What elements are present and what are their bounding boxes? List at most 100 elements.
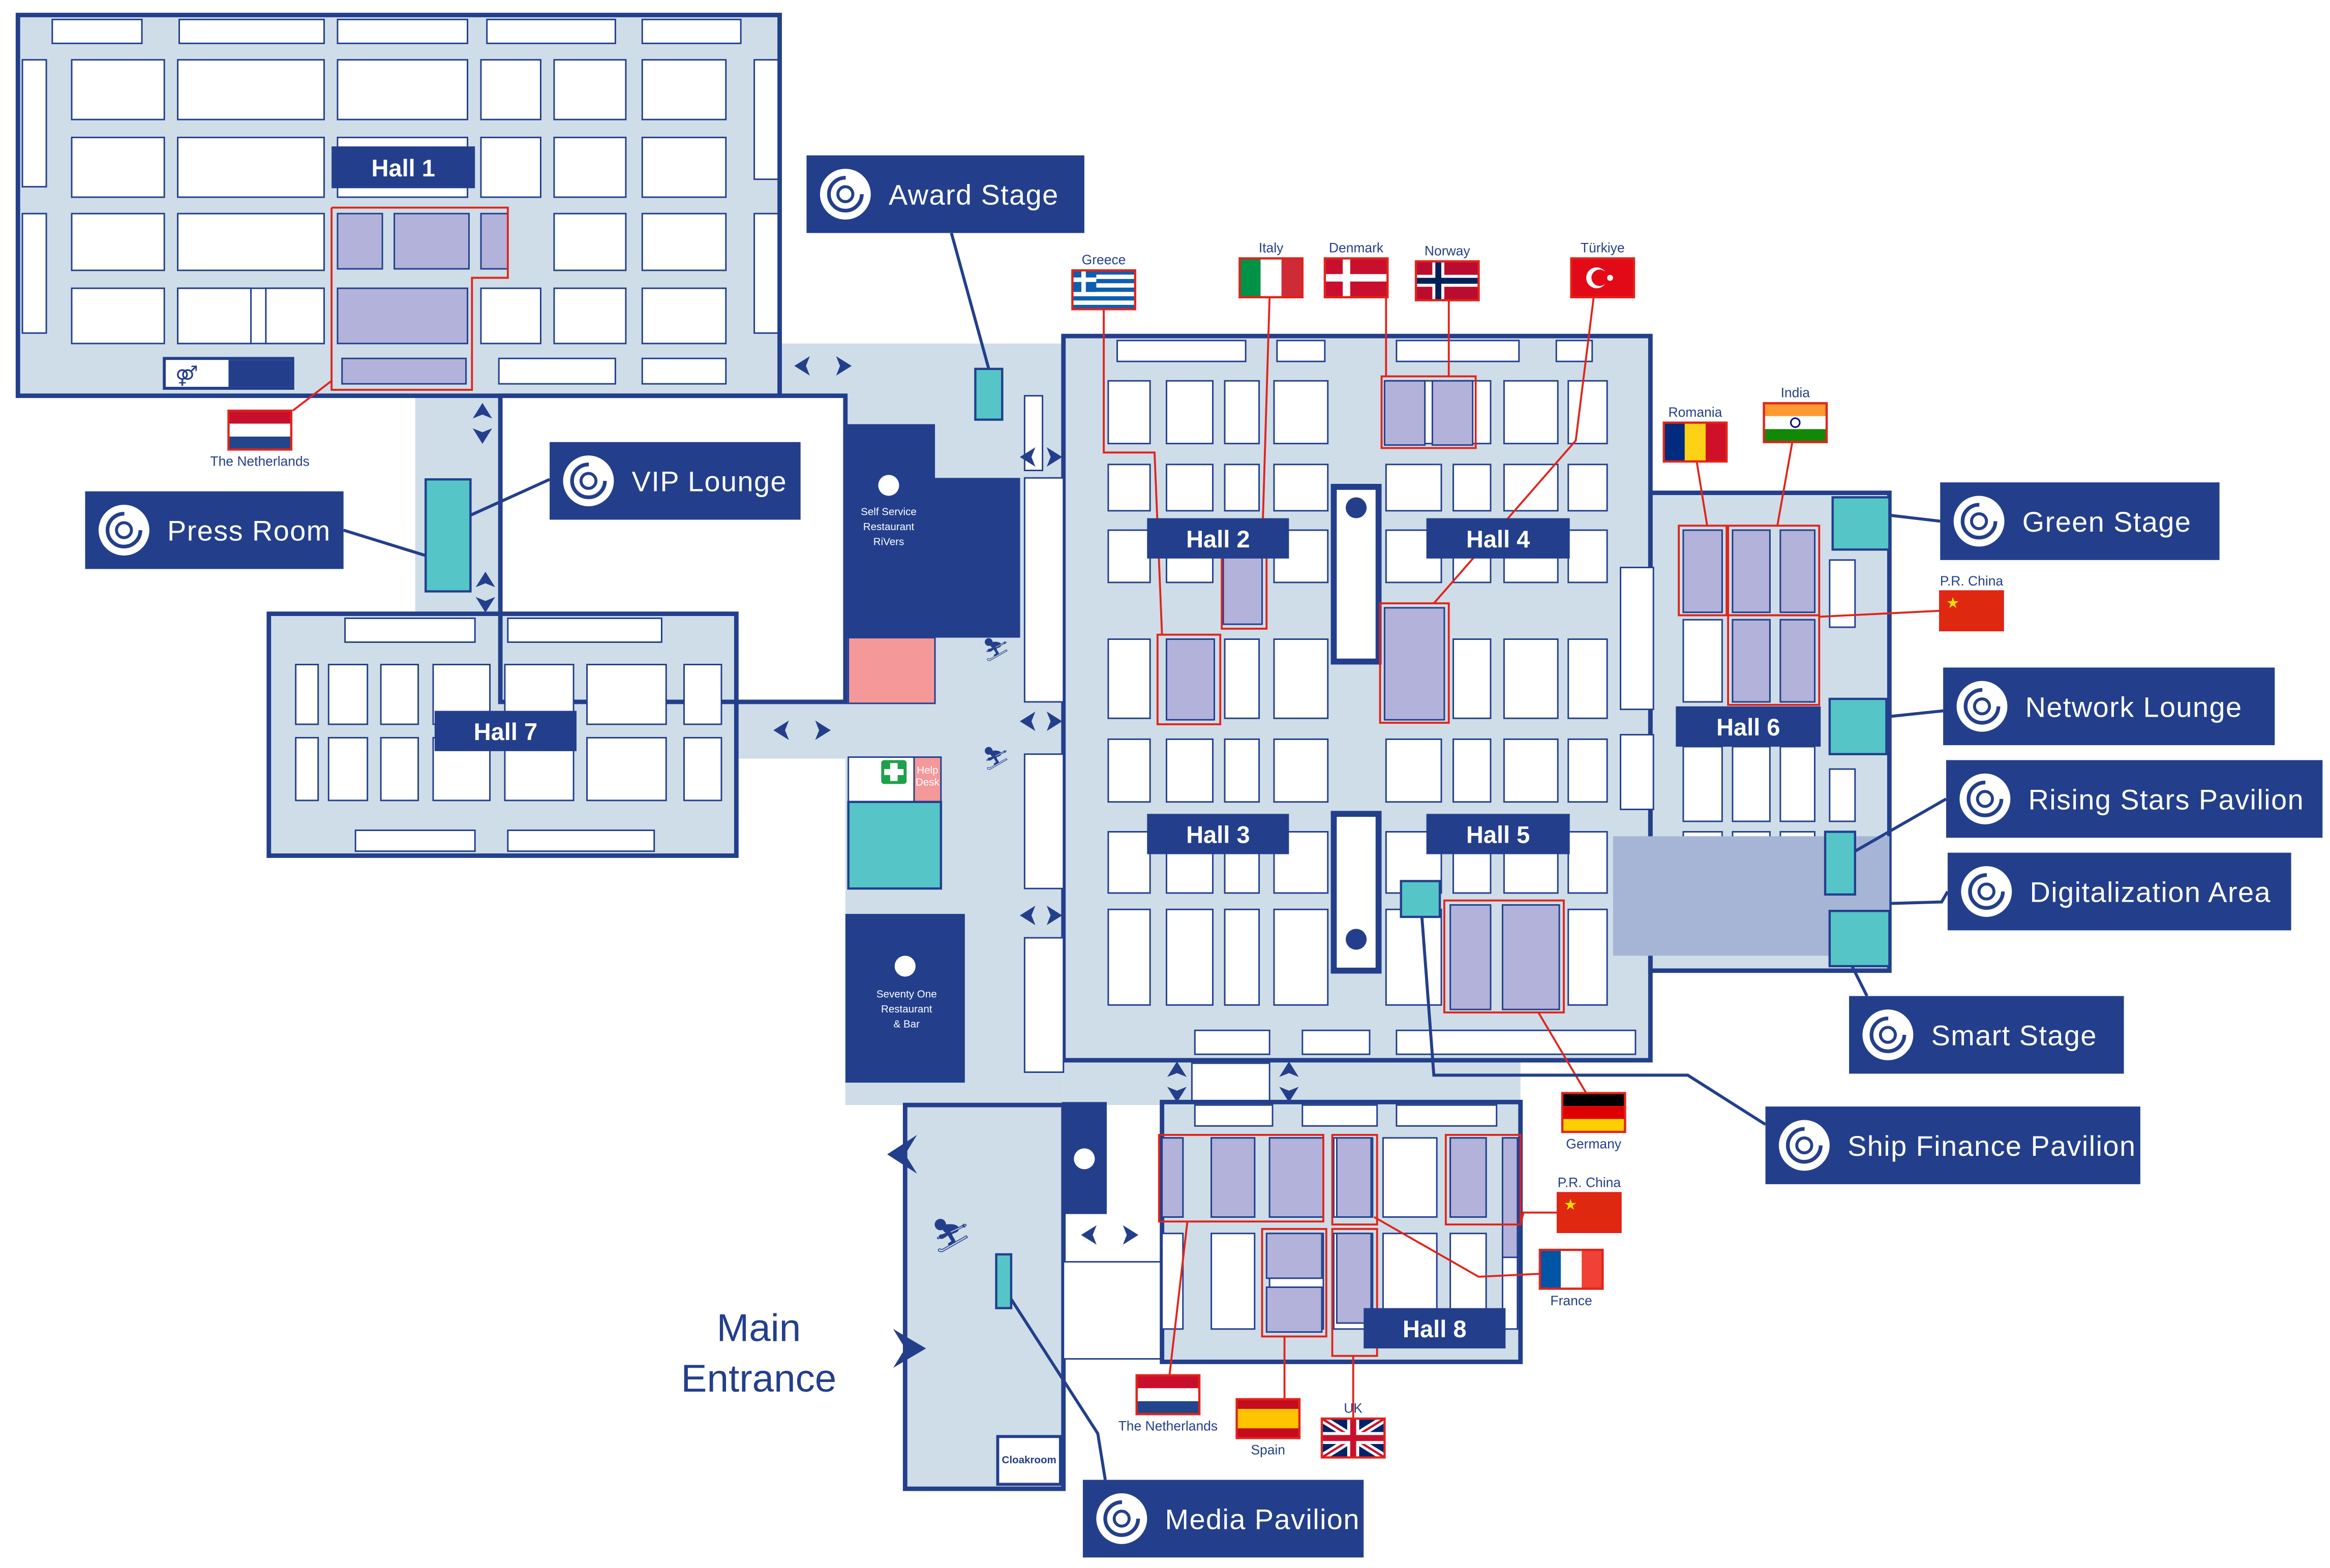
stage-area[interactable] <box>1400 880 1441 918</box>
country-pavilion-booth[interactable] <box>1161 1137 1184 1218</box>
booth[interactable] <box>380 736 419 802</box>
stage-area[interactable] <box>1831 496 1891 551</box>
country-pavilion-booth[interactable] <box>1779 529 1815 613</box>
booth[interactable] <box>1385 738 1442 803</box>
booth[interactable] <box>641 212 727 271</box>
country-pavilion-booth[interactable] <box>337 212 383 270</box>
booth[interactable] <box>1453 738 1492 803</box>
booth[interactable] <box>641 59 727 120</box>
booth[interactable] <box>641 287 727 345</box>
booth[interactable] <box>265 287 325 345</box>
country-pavilion-booth[interactable] <box>1732 619 1771 703</box>
booth[interactable] <box>1503 638 1559 719</box>
booth[interactable] <box>1567 831 1608 894</box>
callout-press-room[interactable]: Press Room <box>85 491 344 569</box>
booth[interactable] <box>337 18 469 44</box>
booth[interactable] <box>1396 340 1520 362</box>
booth[interactable] <box>1023 937 1065 1073</box>
booth[interactable] <box>1302 1104 1378 1127</box>
country-pavilion-booth[interactable] <box>1222 551 1263 625</box>
country-flag-germany[interactable]: Germany <box>1561 1092 1626 1152</box>
booth[interactable] <box>1503 380 1559 445</box>
booth[interactable] <box>1224 738 1260 803</box>
country-pavilion-booth[interactable] <box>1431 380 1474 446</box>
booth[interactable] <box>1107 464 1151 512</box>
country-pavilion-booth[interactable] <box>394 212 470 270</box>
booth[interactable] <box>1224 380 1260 445</box>
country-pavilion-booth[interactable] <box>1383 607 1445 721</box>
booth[interactable] <box>1567 638 1608 719</box>
booth[interactable] <box>177 59 325 120</box>
booth[interactable] <box>1191 1062 1270 1101</box>
country-flag-france[interactable]: France <box>1538 1248 1604 1308</box>
stage-area[interactable] <box>1828 910 1891 968</box>
booth[interactable] <box>1116 340 1247 362</box>
country-pavilion-booth[interactable] <box>1383 380 1426 446</box>
booth[interactable] <box>1165 464 1214 512</box>
booth[interactable] <box>1063 1261 1162 1360</box>
stage-area[interactable] <box>974 367 1004 421</box>
country-pavilion-booth[interactable] <box>1268 1137 1324 1218</box>
country-pavilion-booth[interactable] <box>1336 1137 1372 1218</box>
booth[interactable] <box>480 59 541 120</box>
cloakroom[interactable] <box>996 1435 1062 1486</box>
booth[interactable] <box>1107 738 1151 803</box>
booth[interactable] <box>1682 619 1723 703</box>
seventy-one-restaurant[interactable] <box>845 914 965 1083</box>
booth[interactable] <box>1567 908 1608 1006</box>
booth[interactable] <box>1567 464 1608 512</box>
booth[interactable] <box>177 136 325 198</box>
booth[interactable] <box>337 59 469 120</box>
booth[interactable] <box>177 287 252 345</box>
country-flag-romania[interactable]: Romania <box>1662 405 1728 463</box>
country-flag-the-netherlands[interactable]: The Netherlands <box>1118 1374 1218 1434</box>
booth[interactable] <box>380 664 419 725</box>
booth[interactable] <box>553 136 627 198</box>
booth[interactable] <box>1385 464 1442 512</box>
stage-area[interactable] <box>995 1253 1013 1309</box>
booth[interactable] <box>641 18 742 44</box>
booth[interactable] <box>1165 908 1214 1006</box>
booth[interactable] <box>21 59 47 188</box>
booth[interactable] <box>1211 1233 1256 1330</box>
booth[interactable] <box>1161 1233 1184 1330</box>
booth[interactable] <box>553 287 627 345</box>
country-flag-india[interactable]: India <box>1763 385 1828 443</box>
booth[interactable] <box>1385 908 1442 1006</box>
booth[interactable] <box>1829 768 1856 822</box>
booth[interactable] <box>553 59 627 120</box>
booth[interactable] <box>1165 738 1214 803</box>
country-pavilion-booth[interactable] <box>480 212 509 270</box>
country-pavilion-booth[interactable] <box>1682 529 1723 613</box>
booth[interactable] <box>1224 464 1260 512</box>
booth[interactable] <box>1620 734 1654 810</box>
booth[interactable] <box>1503 738 1559 803</box>
booth[interactable] <box>344 617 476 643</box>
booth[interactable] <box>480 287 541 345</box>
booth[interactable] <box>1224 638 1260 719</box>
callout-green-stage[interactable]: Green Stage <box>1940 482 2220 560</box>
country-flag-uk[interactable]: UK <box>1320 1400 1387 1461</box>
booth[interactable] <box>586 736 667 802</box>
country-flag-t-rkiye[interactable]: Türkiye <box>1570 240 1636 298</box>
booth[interactable] <box>1453 464 1492 512</box>
booth[interactable] <box>1273 831 1329 894</box>
country-flag-norway[interactable]: Norway <box>1414 243 1480 301</box>
booth[interactable] <box>1302 1029 1371 1055</box>
country-flag-denmark[interactable]: Denmark <box>1323 240 1389 298</box>
country-flag-p-r-china[interactable]: ★P.R. China <box>1939 573 2004 632</box>
booth[interactable] <box>295 736 319 802</box>
country-pavilion-booth[interactable] <box>1779 619 1815 703</box>
callout-media-pavilion[interactable]: Media Pavilion <box>1082 1480 1364 1558</box>
booth[interactable] <box>1023 477 1065 703</box>
country-pavilion-booth[interactable] <box>1501 1137 1519 1258</box>
booth[interactable] <box>683 736 722 802</box>
booth[interactable] <box>498 357 616 385</box>
booth[interactable] <box>1107 529 1151 583</box>
booth[interactable] <box>1682 746 1723 822</box>
booth[interactable] <box>1273 738 1329 803</box>
booth[interactable] <box>1829 559 1856 628</box>
stage-area[interactable] <box>425 478 472 593</box>
country-pavilion-booth[interactable] <box>1265 1233 1323 1279</box>
booth[interactable] <box>327 736 369 802</box>
